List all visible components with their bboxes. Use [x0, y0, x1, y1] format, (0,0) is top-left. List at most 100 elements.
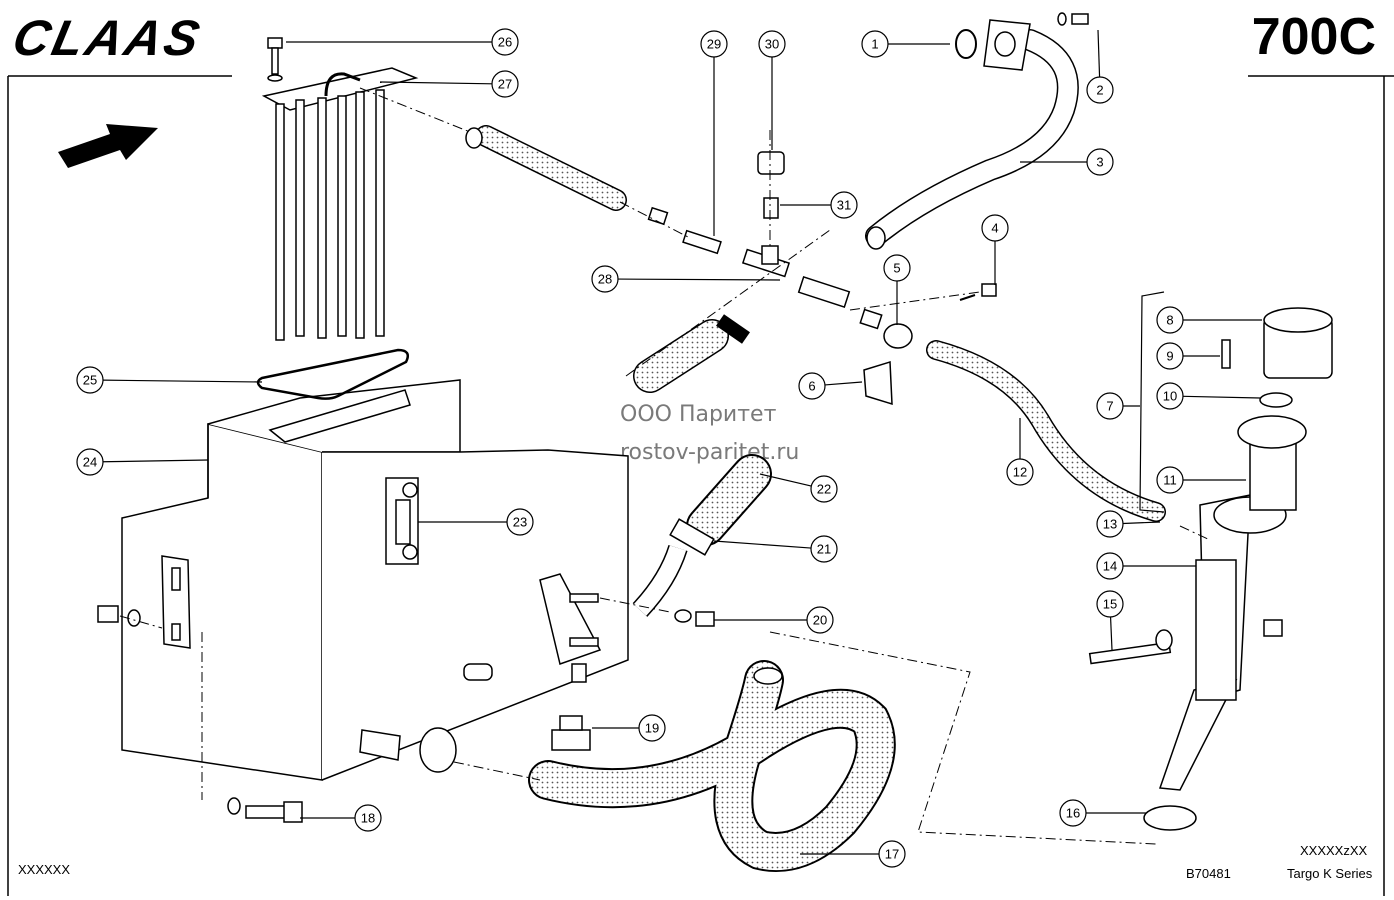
callout-9: 9 [1156, 342, 1220, 370]
callout-8: 8 [1156, 306, 1262, 334]
callout-circle [1156, 382, 1184, 410]
callout-circle [1096, 510, 1124, 538]
callout-22: 22 [759, 473, 838, 503]
callout-24: 24 [76, 448, 209, 476]
callout-number: 27 [498, 77, 512, 92]
direction-arrow [58, 124, 158, 168]
callout-circle [638, 714, 666, 742]
callout-circle [1156, 342, 1184, 370]
callout-number: 19 [645, 721, 659, 736]
callout-29: 29 [700, 30, 728, 236]
callout-circle [1059, 799, 1087, 827]
callout-circle [810, 475, 838, 503]
callout-11: 11 [1156, 466, 1246, 494]
assembly-lines [119, 87, 1211, 845]
group-bracket [1139, 291, 1165, 513]
callout-leader [617, 278, 781, 281]
callout-number: 28 [598, 272, 612, 287]
footer-series: Targo K Series [1287, 866, 1373, 881]
callout-number: 2 [1096, 83, 1103, 98]
callout-circle [1096, 552, 1124, 580]
callout-12: 12 [1006, 418, 1034, 486]
callout-6: 6 [798, 372, 863, 400]
sight-gauge [385, 477, 419, 565]
callout-circle [798, 372, 826, 400]
callout-21: 21 [713, 535, 838, 563]
callout-leader [1182, 395, 1261, 399]
callout-1: 1 [861, 30, 950, 58]
callout-15: 15 [1096, 590, 1124, 651]
callout-number: 4 [991, 221, 998, 236]
callout-number: 6 [808, 379, 815, 394]
callout-circle [1086, 148, 1114, 176]
callout-30: 30 [758, 30, 786, 150]
callout-circle [758, 30, 786, 58]
callout-circle [806, 606, 834, 634]
bolt-18 [227, 797, 303, 823]
callout-circle [861, 30, 889, 58]
footer-right-code: XXXXXzXX [1300, 843, 1368, 858]
callout-number: 16 [1066, 806, 1080, 821]
callout-3: 3 [1020, 148, 1114, 176]
callout-circle [1156, 466, 1184, 494]
callout-circle [1086, 76, 1114, 104]
callout-circle [878, 840, 906, 868]
callout-18: 18 [300, 804, 382, 832]
callout-number: 23 [513, 515, 527, 530]
callout-circle [76, 366, 104, 394]
callout-number: 31 [837, 198, 851, 213]
callout-circle [1006, 458, 1034, 486]
callout-circle [491, 28, 519, 56]
drain-plug [359, 663, 591, 773]
callout-number: 3 [1096, 155, 1103, 170]
callout-circle [981, 214, 1009, 242]
callout-circle [1096, 392, 1124, 420]
callout-25: 25 [76, 366, 263, 394]
callout-number: 14 [1103, 559, 1117, 574]
callout-leader [102, 379, 263, 383]
callout-circle [1156, 306, 1184, 334]
gasket [256, 348, 409, 400]
callout-leader [1097, 29, 1101, 78]
callout-number: 18 [361, 811, 375, 826]
model-label: 700C [1251, 8, 1376, 66]
callout-27: 27 [379, 70, 519, 98]
callout-circle [354, 804, 382, 832]
callout-19: 19 [592, 714, 666, 742]
pipe-flange [955, 12, 1089, 71]
callout-number: 20 [813, 613, 827, 628]
callout-14: 14 [1096, 552, 1196, 580]
callout-16: 16 [1059, 799, 1146, 827]
callout-number: 5 [893, 261, 900, 276]
callout-10: 10 [1156, 382, 1261, 410]
watermark-site: rostov-paritet.ru [620, 440, 800, 465]
callout-31: 31 [780, 191, 858, 219]
callout-circle [830, 191, 858, 219]
callout-13: 13 [1096, 510, 1161, 538]
fuel-sender-unit [261, 67, 419, 341]
callout-number: 30 [765, 37, 779, 52]
callout-number: 15 [1103, 597, 1117, 612]
callout-number: 8 [1166, 313, 1173, 328]
callout-number: 29 [707, 37, 721, 52]
callout-number: 24 [83, 455, 97, 470]
callout-circle [1096, 590, 1124, 618]
screw-26 [267, 37, 283, 82]
callout-17: 17 [800, 840, 906, 868]
callout-7: 7 [1096, 291, 1165, 513]
callout-circle [810, 535, 838, 563]
watermark-company: ООО Паритет [620, 402, 777, 427]
page-frame [7, 75, 1394, 896]
callout-number: 17 [885, 847, 899, 862]
pipe-clamp [863, 283, 997, 406]
callout-26: 26 [286, 28, 519, 56]
callout-number: 22 [817, 482, 831, 497]
callout-2: 2 [1086, 29, 1114, 104]
callout-23: 23 [418, 508, 534, 536]
callout-circle [506, 508, 534, 536]
callout-20: 20 [714, 606, 834, 634]
callout-circle [76, 448, 104, 476]
callout-circle [591, 265, 619, 293]
callout-number: 7 [1106, 399, 1113, 414]
